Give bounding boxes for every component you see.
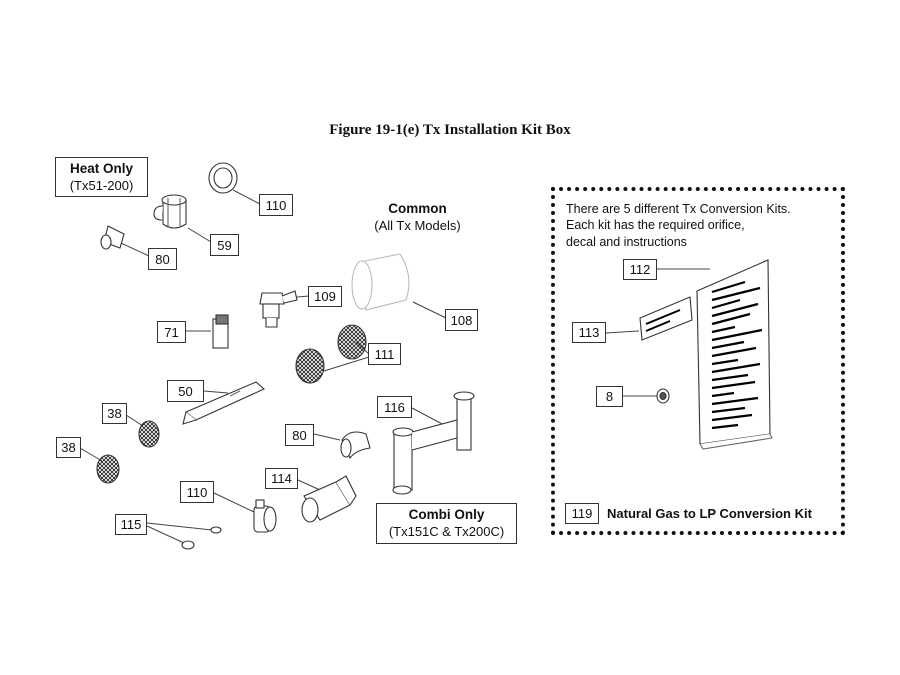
part-109-valve bbox=[259, 290, 298, 328]
leader-113 bbox=[605, 330, 640, 334]
callout-115: 115 bbox=[115, 514, 147, 535]
kit-note-line-2: Each kit has the required orifice, bbox=[566, 218, 745, 233]
part-111-screens bbox=[295, 324, 367, 384]
part-80-elbow bbox=[100, 225, 125, 250]
callout-8: 8 bbox=[596, 386, 623, 407]
conversion-kit-panel bbox=[551, 187, 845, 535]
part-108-intake-pipe bbox=[351, 253, 410, 311]
callout-109: 109 bbox=[308, 286, 342, 307]
callout-114: 114 bbox=[265, 468, 298, 489]
callout-80-heat: 80 bbox=[148, 248, 177, 270]
callout-38-bottom: 38 bbox=[56, 437, 81, 458]
part-38-screen-b bbox=[96, 454, 120, 484]
callout-110-bottom: 110 bbox=[180, 481, 214, 503]
part-115-washers bbox=[181, 526, 222, 550]
leader-59 bbox=[187, 227, 212, 243]
callout-111: 111 bbox=[368, 343, 401, 365]
leader-38a bbox=[125, 414, 144, 427]
common-title: Common bbox=[388, 201, 447, 216]
leader-110b bbox=[213, 492, 255, 513]
combi-only-title: Combi Only bbox=[408, 507, 485, 522]
callout-112: 112 bbox=[623, 259, 657, 280]
part-113-decal bbox=[639, 296, 693, 341]
part-114-tee bbox=[301, 475, 357, 523]
leader-38b bbox=[79, 447, 103, 462]
part-59-vent-adapter bbox=[153, 194, 187, 229]
part-38-screen-a bbox=[138, 420, 160, 448]
part-8-orifice bbox=[656, 388, 670, 404]
callout-119: 119 bbox=[565, 502, 599, 524]
leader-80a bbox=[120, 242, 150, 257]
callout-71: 71 bbox=[157, 321, 186, 343]
common-models: (All Tx Models) bbox=[374, 217, 461, 233]
kit-note-line-3: decal and instructions bbox=[566, 234, 687, 249]
leader-108 bbox=[412, 301, 447, 319]
leader-115-b bbox=[146, 525, 185, 544]
callout-108: 108 bbox=[445, 309, 478, 331]
part-112-instructions bbox=[696, 259, 773, 450]
leader-115-a bbox=[146, 522, 213, 531]
leader-111-bottom bbox=[323, 356, 370, 372]
leader-116 bbox=[411, 407, 447, 427]
callout-110-top: 110 bbox=[259, 194, 293, 216]
part-110-adapter-combi bbox=[253, 499, 277, 533]
callout-59: 59 bbox=[210, 234, 239, 256]
combi-only-label: Combi Only (Tx151C & Tx200C) bbox=[376, 503, 517, 544]
leader-50 bbox=[203, 390, 229, 394]
callout-113: 113 bbox=[572, 322, 606, 343]
figure-title: Figure 19-1(e) Tx Installation Kit Box bbox=[329, 122, 571, 138]
conversion-kit-footer: 119 Natural Gas to LP Conversion Kit bbox=[565, 502, 840, 524]
leader-114 bbox=[297, 479, 321, 491]
common-label: Common (All Tx Models) bbox=[360, 201, 475, 234]
callout-50: 50 bbox=[167, 380, 204, 402]
callout-80-combi: 80 bbox=[285, 424, 314, 446]
leader-80b bbox=[313, 433, 341, 441]
conversion-kit-title: Natural Gas to LP Conversion Kit bbox=[607, 505, 812, 521]
heat-only-label: Heat Only (Tx51-200) bbox=[55, 157, 148, 197]
callout-116: 116 bbox=[377, 396, 412, 418]
heat-only-title: Heat Only bbox=[69, 161, 134, 176]
part-71-bracket bbox=[212, 314, 229, 349]
part-50-strap bbox=[182, 381, 266, 425]
part-110-adapter bbox=[208, 162, 238, 194]
leader-110a bbox=[232, 189, 261, 205]
combi-only-models: (Tx151C & Tx200C) bbox=[388, 523, 505, 539]
heat-only-models: (Tx51-200) bbox=[69, 177, 134, 193]
part-116-manifold bbox=[392, 391, 475, 495]
callout-38-top: 38 bbox=[102, 403, 127, 424]
conversion-kit-note: There are 5 different Tx Conversion Kits… bbox=[566, 201, 836, 250]
kit-note-line-1: There are 5 different Tx Conversion Kits… bbox=[566, 202, 791, 216]
part-80-elbow-combi bbox=[340, 431, 371, 460]
